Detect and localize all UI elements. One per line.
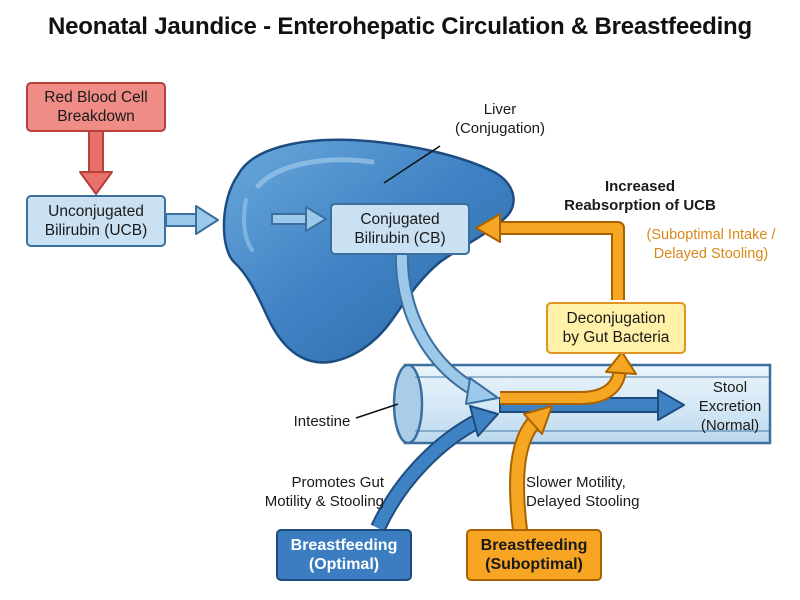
arrow-cb-to-intestine xyxy=(394,249,499,405)
arrow-to-deconjugation xyxy=(500,351,637,405)
node-breastfeeding-suboptimal: Breastfeeding (Suboptimal) xyxy=(466,529,602,581)
label-stool-excretion: Stool Excretion (Normal) xyxy=(698,379,762,434)
label-promotes-motility: Promotes Gut Motility & Stooling xyxy=(264,474,384,510)
node-deconjugation: Deconjugation by Gut Bacteria xyxy=(546,302,686,354)
node-breastfeeding-optimal: Breastfeeding (Optimal) xyxy=(276,529,412,581)
arrow-bf-suboptimal xyxy=(509,405,553,531)
arrow-bf-optimal xyxy=(370,405,499,532)
node-conjugated-bilirubin: Conjugated Bilirubin (CB) xyxy=(330,203,470,255)
label-slower-motility: Slower Motility, Delayed Stooling xyxy=(526,474,640,510)
liver-highlight-2 xyxy=(242,198,254,252)
page-title: Neonatal Jaundice - Enterohepatic Circul… xyxy=(48,13,752,40)
intestine-opening xyxy=(392,363,424,445)
node-unconjugated-bilirubin: Unconjugated Bilirubin (UCB) xyxy=(26,195,166,247)
arrow-ucb-to-liver xyxy=(165,205,219,235)
leader-intestine xyxy=(355,403,399,419)
leader-liver xyxy=(383,145,441,184)
liver-highlight xyxy=(255,157,375,189)
label-liver: Liver (Conjugation) xyxy=(454,101,546,137)
arrow-reabsorption xyxy=(475,213,625,300)
arrow-liver-to-cb xyxy=(271,206,327,232)
label-reabsorption: Increased Reabsorption of UCB xyxy=(564,178,716,214)
node-rbc-breakdown: Red Blood Cell Breakdown xyxy=(26,82,166,132)
label-intestine: Intestine xyxy=(293,413,351,430)
label-reabsorption-note: (Suboptimal Intake / Delayed Stooling) xyxy=(646,227,776,262)
arrow-rbc-to-ucb xyxy=(79,130,113,195)
